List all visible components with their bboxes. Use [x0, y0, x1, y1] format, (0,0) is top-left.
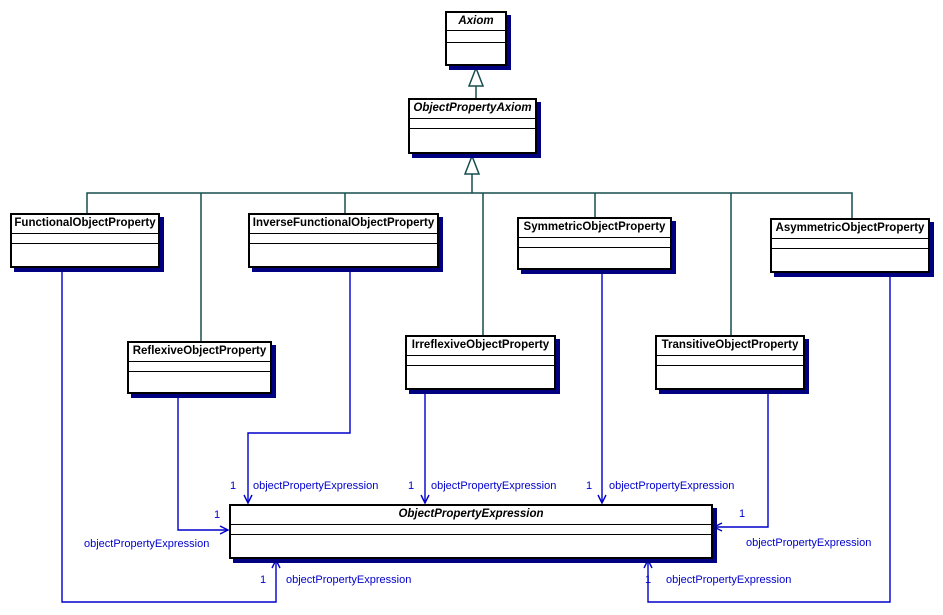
class-operations-compartment — [129, 372, 270, 392]
association-functional-line — [61, 268, 281, 603]
class-axiom[interactable]: Axiom — [445, 11, 507, 66]
association-role-label: objectPropertyExpression — [253, 480, 379, 492]
multiplicity-label: 1 — [214, 509, 221, 521]
class-inversefunctionalobjectproperty[interactable]: InverseFunctionalObjectProperty — [248, 213, 439, 268]
association-transitive-line — [712, 390, 769, 532]
class-operations-compartment — [447, 43, 505, 64]
association-role-label: objectPropertyExpression — [609, 480, 735, 492]
multiplicity-label: 1 — [645, 574, 652, 586]
class-attributes-compartment — [410, 119, 535, 129]
class-operations-compartment — [250, 244, 437, 266]
multiplicity-label: 1 — [586, 480, 593, 492]
generalization-axiom-to-objectpropertyaxiom — [467, 65, 485, 98]
class-title: AsymmetricObjectProperty — [772, 220, 928, 239]
class-attributes-compartment — [250, 234, 437, 244]
association-role-label: objectPropertyExpression — [666, 574, 792, 586]
class-operations-compartment — [12, 244, 158, 266]
class-objectpropertyaxiom[interactable]: ObjectPropertyAxiom — [408, 98, 537, 154]
class-operations-compartment — [231, 535, 711, 557]
class-title: ObjectPropertyAxiom — [410, 100, 535, 119]
class-attributes-compartment — [657, 356, 803, 366]
class-symmetricobjectproperty[interactable]: SymmetricObjectProperty — [517, 217, 672, 270]
class-operations-compartment — [407, 366, 554, 388]
class-title: FunctionalObjectProperty — [12, 215, 158, 234]
association-reflexive-line — [177, 394, 230, 535]
generalization-triangle-icon — [467, 65, 485, 87]
multiplicity-label: 1 — [260, 574, 267, 586]
association-role-label: objectPropertyExpression — [431, 480, 557, 492]
class-attributes-compartment — [129, 362, 270, 372]
association-inversefunctional-line — [243, 268, 351, 505]
generalization-triangle-icon — [463, 153, 481, 175]
class-attributes-compartment — [519, 238, 670, 248]
class-attributes-compartment — [447, 31, 505, 43]
class-operations-compartment — [519, 248, 670, 268]
class-title: IrreflexiveObjectProperty — [407, 337, 554, 356]
class-functionalobjectproperty[interactable]: FunctionalObjectProperty — [10, 213, 160, 268]
generalization-objectpropertyaxiom-to-subclasses — [86, 153, 853, 341]
class-operations-compartment — [410, 129, 535, 152]
class-attributes-compartment — [772, 239, 928, 249]
class-title: SymmetricObjectProperty — [519, 219, 670, 238]
class-transitiveobjectproperty[interactable]: TransitiveObjectProperty — [655, 335, 805, 390]
class-operations-compartment — [772, 249, 928, 271]
association-role-label: objectPropertyExpression — [286, 574, 412, 586]
association-role-label: objectPropertyExpression — [746, 537, 872, 549]
class-attributes-compartment — [12, 234, 158, 244]
class-title: ReflexiveObjectProperty — [129, 343, 270, 362]
class-attributes-compartment — [407, 356, 554, 366]
association-asymmetric-line — [643, 273, 891, 603]
class-title: InverseFunctionalObjectProperty — [250, 215, 437, 234]
class-reflexiveobjectproperty[interactable]: ReflexiveObjectProperty — [127, 341, 272, 394]
multiplicity-label: 1 — [408, 480, 415, 492]
class-title: TransitiveObjectProperty — [657, 337, 803, 356]
association-role-label: objectPropertyExpression — [84, 538, 210, 550]
class-operations-compartment — [657, 366, 803, 388]
class-title: ObjectPropertyExpression — [231, 506, 711, 525]
multiplicity-label: 1 — [739, 508, 746, 520]
class-irreflexiveobjectproperty[interactable]: IrreflexiveObjectProperty — [405, 335, 556, 390]
class-title: Axiom — [447, 13, 505, 31]
class-asymmetricobjectproperty[interactable]: AsymmetricObjectProperty — [770, 218, 930, 273]
class-objectpropertyexpression[interactable]: ObjectPropertyExpression — [229, 504, 713, 559]
multiplicity-label: 1 — [230, 480, 237, 492]
class-attributes-compartment — [231, 525, 711, 535]
